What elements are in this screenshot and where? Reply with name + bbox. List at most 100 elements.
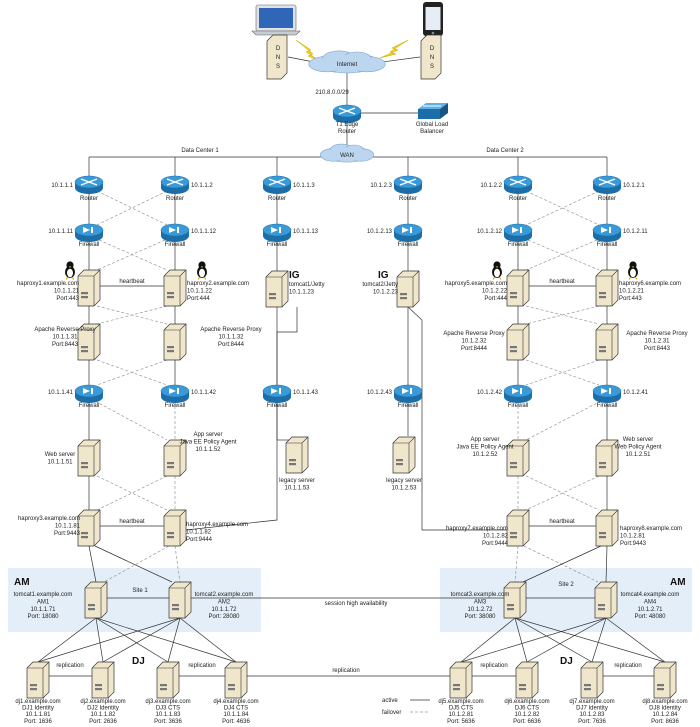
dj2-label-line: DJ2 Identity: [87, 706, 119, 712]
ig1-to-haproxy4-link: [185, 307, 298, 531]
dj7-label-line: DJ7 Identity: [576, 706, 608, 712]
web-server-1-label-line: 10.1.1.51: [47, 459, 73, 465]
am4-label-line: AM4: [644, 599, 657, 605]
web-server-2-label-line: Web server: [623, 437, 654, 443]
replication-label: replication: [614, 663, 641, 669]
am3-label-line: tomcat3.example.com: [451, 592, 510, 598]
apache4-label-line: 10.1.2.31: [644, 338, 670, 344]
am2-server: [168, 581, 192, 619]
failover-link: [96, 190, 168, 226]
glb-label-line: Balancer: [420, 129, 444, 135]
apache1-label-line: 10.1.1.31: [52, 334, 78, 340]
internet-cloud: [308, 50, 386, 74]
dj6-label-line: dj6.example.com: [504, 699, 549, 705]
haproxy5-label-line: haproxy5.example.com: [445, 281, 507, 287]
firewall-ip: 10.1.1.41: [48, 390, 74, 396]
ig1-label-line: 10.1.1.23: [289, 289, 315, 295]
firewall-icon: [592, 223, 622, 243]
laptop-screen: [259, 8, 293, 28]
firewall-icon: [262, 223, 292, 243]
firewall-icon: [160, 384, 190, 404]
firewall-label: Firewall: [597, 403, 618, 409]
router-label: Router: [399, 196, 417, 202]
active-link: [179, 617, 237, 663]
apache-proxy-server-2: [163, 323, 187, 361]
apache1-label-line: Port:8443: [52, 342, 79, 348]
firewall-label: Firewall: [267, 403, 288, 409]
firewall-label: Firewall: [267, 242, 288, 248]
wan-cloud: [320, 143, 374, 163]
active-link: [95, 617, 104, 663]
failover-link: [525, 305, 600, 325]
firewall-ip: 10.1.1.11: [48, 229, 73, 235]
web-server-1: [77, 439, 101, 477]
dj1-label-line: Port: 1636: [24, 719, 52, 725]
active-link: [605, 545, 608, 583]
data-center-2-label: Data Center 2: [486, 148, 524, 154]
failover-link: [96, 239, 166, 271]
firewall-ip: 10.1.2.41: [623, 390, 649, 396]
site2-label: Site 2: [558, 582, 574, 588]
failover-link: [525, 359, 600, 386]
replication-label: replication: [332, 668, 359, 674]
wan-label: WAN: [340, 153, 354, 159]
am2-label-line: tomcat2.example.com: [195, 592, 254, 598]
hp6-server: [595, 269, 619, 307]
failover-link: [527, 239, 600, 271]
firewall-label: Firewall: [597, 242, 618, 248]
firewall-ip: 10.1.2.13: [367, 229, 393, 235]
firewall-ip: 10.1.1.12: [191, 229, 217, 235]
haproxy6-label-line: haproxy6.example.com: [619, 281, 681, 287]
haproxy3-label-line: Port:9443: [54, 531, 81, 537]
router-ip: 10.1.1.2: [191, 183, 213, 189]
hp4-server: [163, 509, 187, 547]
am-label-left: AM: [14, 577, 30, 588]
linux-icon: [492, 261, 502, 280]
firewall-ip: 10.1.2.11: [623, 229, 648, 235]
dj8-label-line: 10.1.2.84: [652, 712, 678, 718]
router-icon: [160, 175, 190, 195]
active-link: [94, 545, 173, 583]
failover-link: [174, 545, 181, 583]
app-server-1-label-line: App server: [193, 432, 222, 438]
firewall-icon: [393, 223, 423, 243]
replication-label: replication: [188, 663, 215, 669]
app-server-1-label-line: 10.1.1.52: [195, 447, 221, 453]
firewall-ip: 10.1.1.13: [293, 229, 319, 235]
router-icon: [592, 175, 622, 195]
heartbeat-label-4: heartbeat: [549, 519, 575, 525]
dj6-server: [515, 661, 539, 699]
haproxy7-label-line: haproxy7.example.com: [446, 526, 508, 532]
site1-band: [8, 568, 261, 632]
legacy-server-1-label-line: legacy server: [279, 478, 315, 484]
active-link: [88, 545, 97, 583]
haproxy2-label-line: Port:444: [187, 296, 210, 302]
ig1-server: [265, 270, 289, 308]
glb-side: [440, 103, 448, 119]
ig2-server: [396, 270, 420, 308]
laptop-base: [251, 30, 301, 36]
active-link: [514, 617, 528, 663]
dj6-label-line: Port: 6636: [513, 719, 541, 725]
am2-label-line: AM2: [218, 599, 231, 605]
dj2-label-line: 10.1.1.82: [90, 712, 116, 718]
firewall-ip: 10.1.1.42: [191, 390, 217, 396]
active-link: [37, 617, 97, 663]
failover-link: [94, 400, 168, 441]
dj2-server: [91, 661, 115, 699]
am3-server: [503, 581, 527, 619]
linux-icon: [197, 261, 207, 280]
heartbeat-label-3: heartbeat: [119, 519, 145, 525]
firewall-ip: 10.1.2.12: [477, 229, 503, 235]
apache1-label-line: Apache Reverse Proxy: [34, 327, 95, 333]
hp5-server: [506, 269, 530, 307]
apache2-label-line: Apache Reverse Proxy: [200, 327, 261, 333]
t1-router-label-line: T1 Edge: [336, 122, 359, 128]
haproxy5-label-line: Port:444: [484, 296, 507, 302]
haproxy6-label-line: Port:443: [619, 296, 642, 302]
haproxy4-label-line: haproxy4.example.com: [186, 522, 248, 528]
heartbeat-label-1: heartbeat: [119, 279, 145, 285]
apache3-label-line: Apache Reverse Proxy: [443, 331, 504, 337]
router-ip: 10.1.2.1: [623, 183, 645, 189]
dj1-label-line: 10.1.1.81: [25, 712, 51, 718]
